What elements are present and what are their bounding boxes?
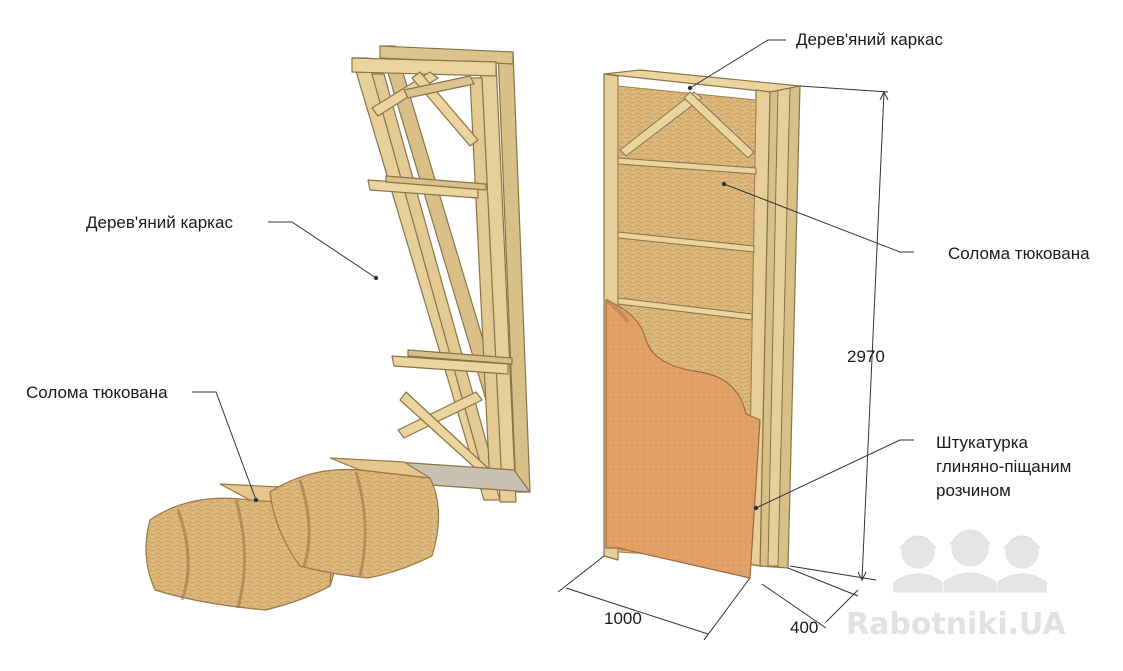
dimension-lines: [557, 85, 889, 641]
label-frame-left: Дерев'яний каркас: [86, 213, 233, 232]
dimension-height: 2970: [847, 347, 885, 366]
label-plaster-line3: розчином: [936, 481, 1011, 500]
label-frame-right: Дерев'яний каркас: [796, 30, 943, 49]
dimension-width: 1000: [604, 609, 642, 628]
label-plaster-line2: глиняно-піщаним: [936, 457, 1071, 476]
straw-bale-back: [269, 457, 440, 579]
watermark-logo: [893, 529, 1047, 593]
callout-leaders: [192, 39, 914, 509]
label-plaster-line1: Штукатурка: [936, 433, 1029, 452]
assembled-wall: [603, 69, 801, 579]
dimension-depth: 400: [790, 618, 818, 637]
callout-dots: [253, 85, 759, 511]
wooden-frame-exploded: [351, 45, 531, 503]
label-straw-left: Солома тюкована: [26, 383, 168, 402]
watermark-text: Rabotniki.UA: [846, 607, 1066, 642]
label-straw-right: Солома тюкована: [948, 244, 1090, 263]
